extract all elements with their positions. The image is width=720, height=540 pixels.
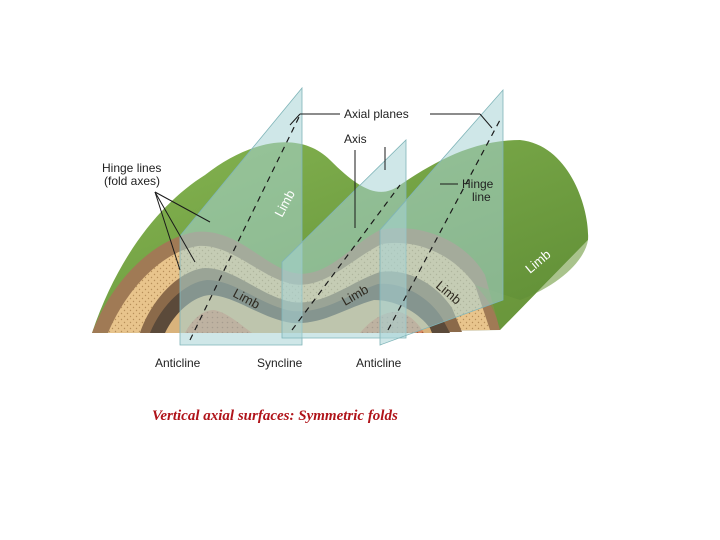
axial-plane-right xyxy=(379,88,504,346)
diagram-caption: Vertical axial surfaces: Symmetric folds xyxy=(152,408,398,424)
syncline-label: Syncline xyxy=(257,356,303,370)
hinge-lines-label-line-2: (fold axes) xyxy=(104,174,160,188)
axial-planes-label: Axial planes xyxy=(344,107,409,121)
axial-plane-left xyxy=(179,86,303,346)
hinge-line-marks xyxy=(189,114,501,341)
hinge-line-label-line-1: Hinge xyxy=(462,177,494,191)
anticline-right-label: Anticline xyxy=(356,356,402,370)
axial-plane-middle xyxy=(281,139,407,339)
anticline-left-label: Anticline xyxy=(155,356,201,370)
hinge-line-label-line-2: line xyxy=(472,190,491,204)
axial-planes xyxy=(179,86,504,346)
hinge-lines-label: Hinge lines (fold axes) xyxy=(102,161,165,188)
axis-label: Axis xyxy=(344,132,367,146)
hinge-line-label: Hinge line xyxy=(462,177,497,204)
leader-lines xyxy=(154,113,493,271)
hinge-lines-label-line-1: Hinge lines xyxy=(102,161,161,175)
